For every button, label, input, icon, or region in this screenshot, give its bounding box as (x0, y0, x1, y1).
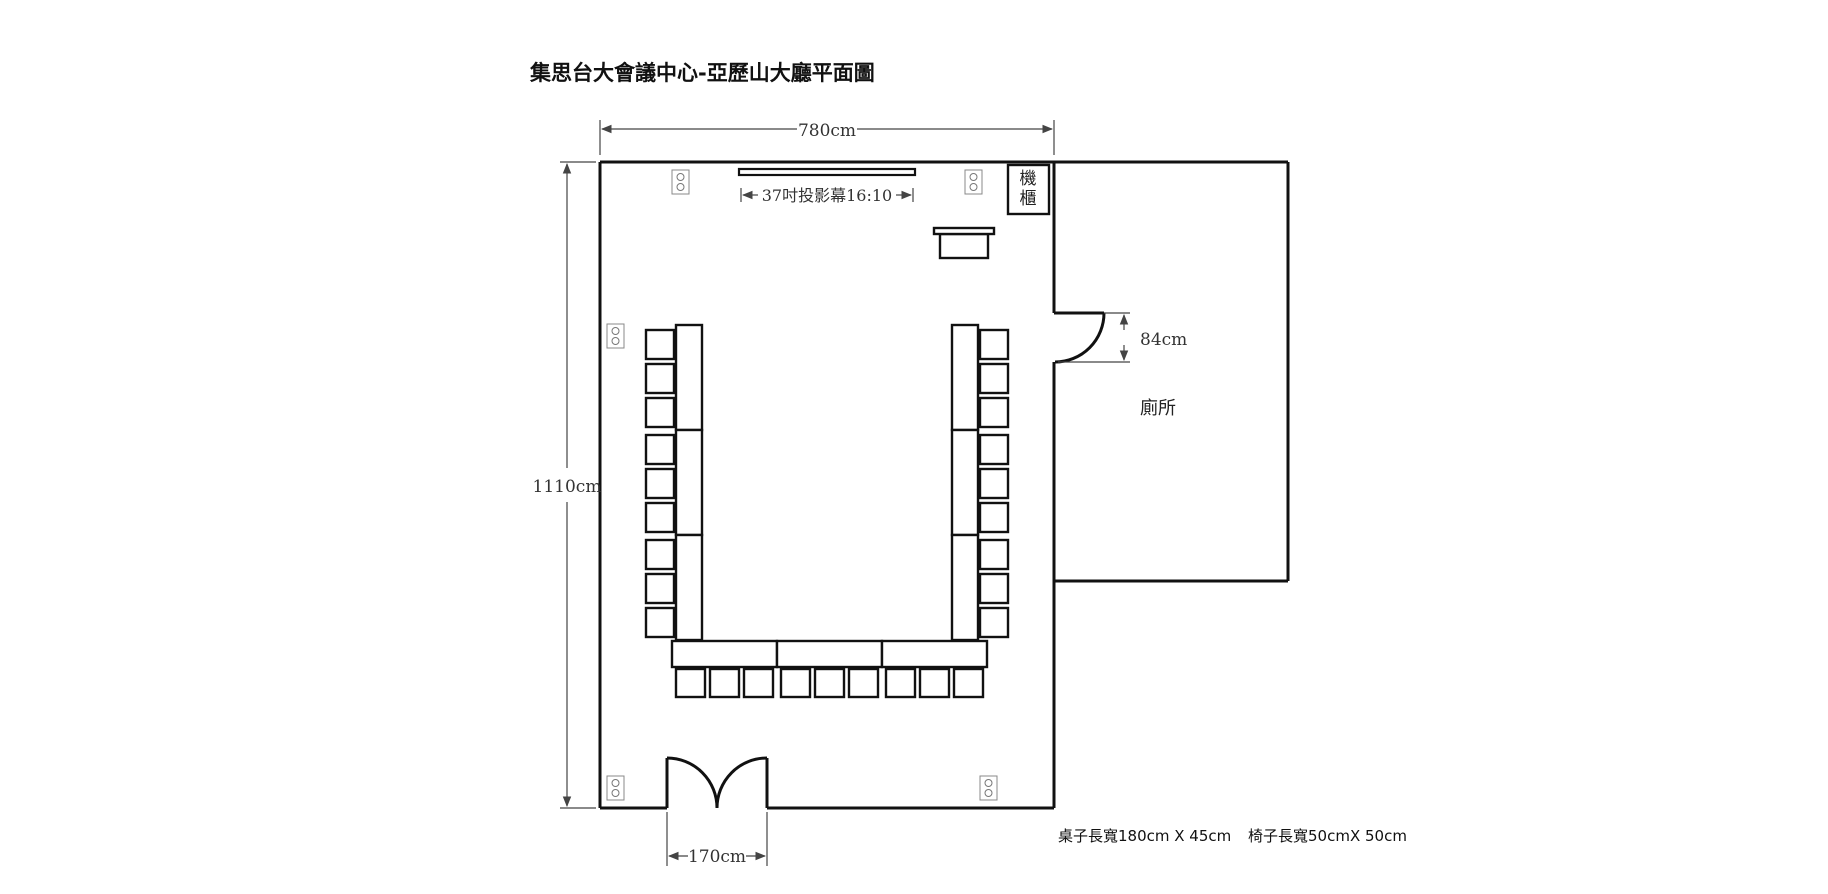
width-dimension: 780cm (599, 120, 1055, 155)
chair (742, 667, 775, 699)
table (950, 533, 980, 642)
chair (918, 667, 951, 699)
power-outlet-icon (964, 169, 983, 195)
chair (644, 328, 676, 361)
door-dimension: 170cm (666, 812, 768, 867)
chair (884, 667, 917, 699)
chair (978, 433, 1010, 466)
table (950, 323, 980, 432)
hall-walls (598, 160, 1056, 810)
power-outlet-icon (671, 169, 690, 195)
projection-screen: 37吋投影幕16:10 (737, 167, 917, 205)
chair (978, 606, 1010, 639)
restroom-door-label: 84cm (1140, 330, 1187, 350)
table (674, 533, 704, 642)
restroom-door-dimension: 84cm (1058, 312, 1187, 363)
u-shape-seating (644, 323, 1010, 699)
chair (644, 396, 676, 429)
chair (644, 362, 676, 395)
chair (847, 667, 880, 699)
chair (978, 328, 1010, 361)
table (670, 639, 779, 669)
chair (644, 467, 676, 500)
chair (978, 362, 1010, 395)
main-double-door-icon (665, 756, 769, 809)
restroom-door (1054, 311, 1106, 364)
chair (978, 396, 1010, 429)
chair (644, 606, 676, 639)
power-outlet-icon (606, 323, 625, 349)
cabinet-label-1: 機 (1020, 169, 1037, 189)
chair (644, 572, 676, 605)
restroom-walls (1054, 160, 1290, 583)
chair (644, 538, 676, 571)
table-size-note: 桌子長寬180cm X 45cm (1058, 827, 1231, 845)
chair (779, 667, 812, 699)
power-outlet-icon (606, 775, 625, 801)
chair (813, 667, 846, 699)
chair (978, 501, 1010, 534)
table (950, 428, 980, 537)
power-outlet-icon (979, 775, 998, 801)
table (775, 639, 884, 669)
height-dimension: 1110cm (533, 161, 602, 809)
screen-label: 37吋投影幕16:10 (762, 186, 892, 205)
chair (978, 467, 1010, 500)
chair (952, 667, 985, 699)
table (880, 639, 989, 669)
chair (978, 538, 1010, 571)
lectern (932, 226, 996, 260)
table (674, 323, 704, 432)
chair (644, 501, 676, 534)
chair-size-note: 椅子長寬50cmX 50cm (1248, 827, 1407, 845)
chair (644, 433, 676, 466)
width-label: 780cm (798, 121, 856, 141)
height-label: 1110cm (533, 477, 602, 497)
restroom-label: 廁所 (1140, 397, 1176, 419)
cabinet-label-2: 櫃 (1020, 189, 1037, 209)
chair (978, 572, 1010, 605)
chair (674, 667, 707, 699)
equipment-cabinet: 機 櫃 (1006, 163, 1051, 216)
page-title: 集思台大會議中心-亞歷山大廳平面圖 (529, 61, 875, 85)
table (674, 428, 704, 537)
door-width-label: 170cm (688, 847, 746, 867)
chair (708, 667, 741, 699)
